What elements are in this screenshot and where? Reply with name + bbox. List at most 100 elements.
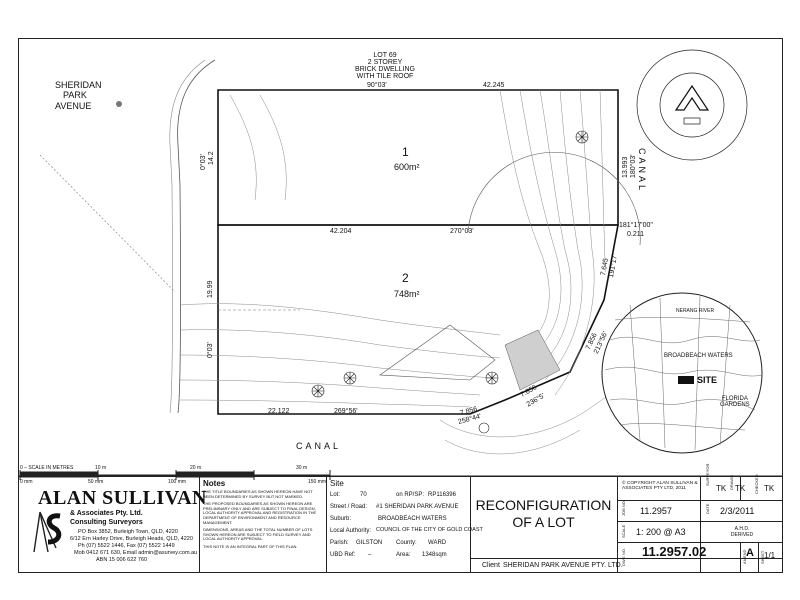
locality-streets (604, 295, 763, 451)
notes-title: Notes (203, 479, 226, 488)
site-area-label: Area: (396, 552, 411, 558)
site-street-label: Street / Road: (330, 504, 368, 510)
lot2-area: 748m² (394, 289, 420, 299)
dwg-value: 11.2957.02 (642, 544, 707, 559)
site-street-value: #1 SHERIDAN PARK AVENUE (376, 504, 459, 510)
client-value: SHERIDAN PARK AVENUE PTY. LTD. (503, 562, 623, 569)
site-county-label: County: (396, 540, 417, 546)
site-rp-label: on RP/SP: (396, 492, 425, 498)
copyright-note: © COPYRIGHT ALAN SULLIVAN & ASSOCIATES P… (622, 481, 698, 492)
top-length: 42.245 (483, 82, 505, 89)
scale-bar (19, 470, 331, 480)
company-sub1: & Associates Pty. Ltd. (70, 510, 143, 517)
locality-river: NERANG RIVER (676, 308, 715, 314)
tree-symbols (311, 130, 589, 434)
company-name: ALAN SULLIVAN (38, 487, 207, 509)
site-ubd-value: – (368, 552, 372, 558)
bottom-bearing: 269°56' (334, 408, 358, 415)
company-sub2: Consulting Surveyors (70, 519, 143, 526)
notes-body: THE TITLE BOUNDARIES AS SHOWN HEREON HAV… (203, 489, 317, 549)
date-tag: DATE (705, 503, 710, 514)
right-upper-length: 13.993 (622, 156, 629, 178)
arc-bearing: 181°17'00" (619, 222, 653, 229)
site-suburb-value: BROADBEACH WATERS (378, 516, 447, 522)
driveway-hatch (504, 329, 561, 391)
company-addr2: 6/12 Ern Harley Drive, Burleigh Heads, Q… (70, 536, 193, 542)
scale-caption: 0 – SCALE IN METRES (20, 465, 74, 471)
dotted-survey-line (39, 154, 176, 293)
lot2-boundary (217, 224, 619, 415)
site-lot-value: 70 (360, 492, 367, 498)
drawn-value: TK (735, 484, 746, 493)
existing-structure (379, 324, 496, 381)
job-tag: JOB NO. (621, 499, 626, 516)
company-addr5: ABN 15 006 622 760 (96, 557, 148, 563)
canal-label-right: CANAL (637, 148, 647, 194)
site-la-label: Local Authority: (330, 528, 372, 534)
scale-mm-100: 100 mm (168, 479, 187, 485)
lot1-area: 600m² (394, 162, 420, 172)
job-value: 11.2957 (640, 506, 672, 516)
arc-length: 0.211 (627, 231, 644, 238)
drawn-tag: DRAWN (729, 475, 734, 490)
scale-tick-20: 20 m (190, 465, 202, 471)
left-upper-length: 14.2 (208, 151, 215, 165)
left-upper-bearing: 0°03' (200, 154, 207, 170)
site-la-value: COUNCIL OF THE CITY OF GOLD COAST (376, 527, 483, 533)
top-bearing: 90°03' (367, 82, 387, 89)
left-lower-bearing: 0°03' (207, 342, 214, 358)
scale-mm-150: 150 mm (308, 479, 327, 485)
checked-value: TK (764, 484, 775, 493)
sheet-value: 1/1 (764, 551, 776, 560)
site-suburb-label: Suburb: (330, 516, 352, 522)
lot2-number: 2 (402, 271, 409, 285)
survey-mark-icon (116, 101, 122, 107)
site-marker (678, 376, 694, 384)
client-label: Client (482, 562, 500, 569)
bottom-length: 22.122 (268, 408, 290, 415)
canal-label-bottom: CANAL (296, 441, 342, 451)
lot1-number: 1 (402, 145, 409, 159)
road-kerb-line-2 (169, 59, 206, 414)
contour-lines (179, 89, 611, 455)
mid-length: 42.204 (330, 228, 352, 235)
locality-map-circle (601, 292, 763, 454)
radius-arc (467, 151, 641, 246)
dwg-tag: DWG NO. (621, 548, 626, 566)
site-ubd-label: UBD Ref: (330, 552, 356, 558)
site-area-value: 1348sqm (422, 552, 447, 558)
scale-tick-10: 10 m (95, 465, 107, 471)
scale-mm-50: 50 mm (88, 479, 104, 485)
lot1-boundary (217, 89, 619, 226)
company-addr3: Ph (07) 5522 1446, Fax (07) 5522 1449 (78, 543, 175, 549)
site-parish-value: GILSTON (356, 540, 383, 546)
site-county-value: WARD (428, 540, 447, 546)
scale-value: 1: 200 @ A3 (636, 527, 686, 537)
company-addr1: PO Box 3852, Burleigh Town, QLD, 4220 (78, 529, 178, 535)
site-heading: Site (330, 479, 344, 488)
scale-mm-0: 0 mm (20, 479, 33, 485)
locality-suburb: BROADBEACH WATERS (664, 353, 733, 359)
date-value: 2/3/2011 (720, 506, 755, 516)
north-arrow (636, 49, 748, 161)
checked-tag: CHECKED (754, 474, 759, 494)
locality-site: SITE (697, 375, 718, 385)
road-kerb-line (177, 59, 216, 414)
right-upper-bearing: 180°03' (630, 154, 637, 178)
left-lower-length: 19.99 (207, 280, 214, 298)
company-logo-icon (30, 508, 66, 554)
title-block (18, 476, 783, 573)
site-rp-value: RP116396 (428, 492, 456, 498)
site-lot-label: Lot: (330, 492, 341, 498)
datum: A.H.D.DERIVED (730, 526, 754, 538)
site-parish-label: Parish: (330, 540, 349, 546)
mid-bearing: 270°03' (450, 228, 474, 235)
amend-value: A (746, 547, 754, 559)
scale-tick-30: 30 m (296, 465, 308, 471)
surveyor-value: TK (716, 484, 727, 493)
